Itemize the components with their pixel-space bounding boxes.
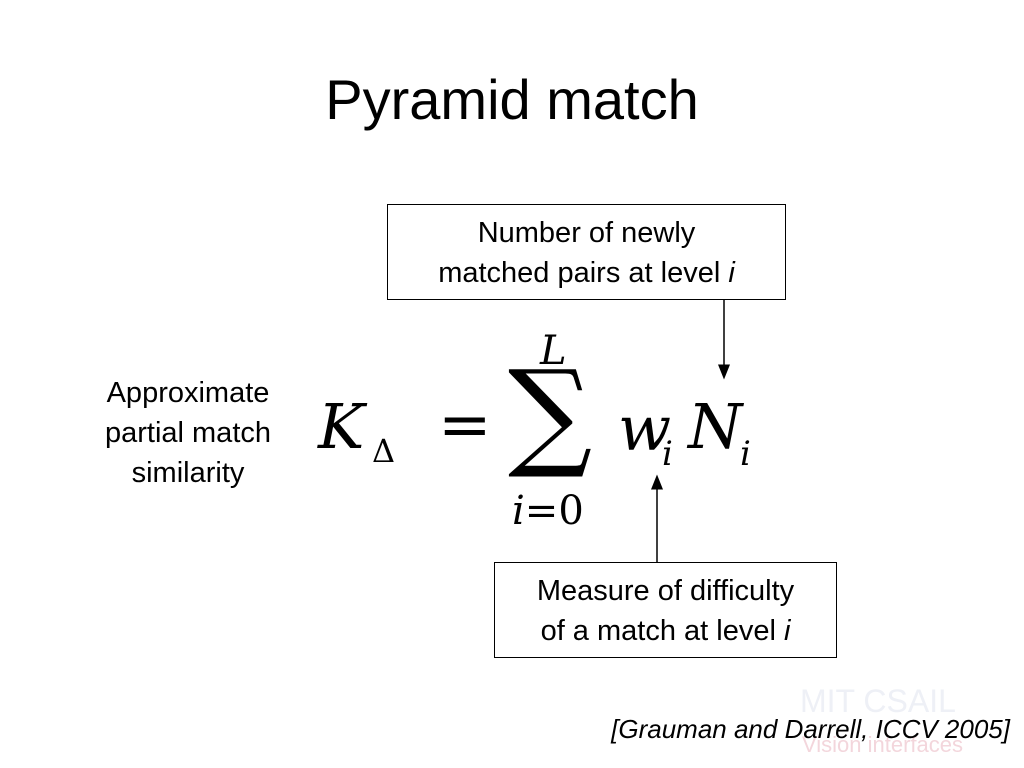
side-label-line-1: Approximate (106, 377, 270, 409)
formula-weight: w (618, 392, 672, 465)
watermark-vision-interfaces: Vision interfaces (802, 732, 964, 757)
callout-line-2-text: of a match at level (540, 615, 784, 647)
approximate-similarity-label: Approximate partial match similarity (78, 373, 298, 493)
slide-title: Pyramid match (325, 68, 699, 131)
difficulty-measure-callout: Measure of difficulty of a match at leve… (494, 562, 837, 658)
formula-count: N (688, 390, 743, 463)
lower-limit-variable: i (512, 488, 525, 534)
formula-delta-subscript: Δ (372, 432, 396, 470)
summation-lower-limit: i=0 (512, 488, 584, 534)
newly-matched-pairs-callout: Number of newly matched pairs at level i (387, 204, 786, 300)
watermark-mit-csail: MIT CSAIL (800, 683, 956, 719)
pyramid-match-formula: K Δ = ∑ L i=0 w i N i (300, 320, 780, 540)
callout-line-2-text: matched pairs at level (438, 257, 729, 289)
count-subscript: i (740, 434, 751, 474)
callout-line-1: Number of newly (477, 217, 696, 249)
side-label-line-3: similarity (131, 457, 245, 489)
citation: [Grauman and Darrell, ICCV 2005] (611, 714, 1010, 744)
callout-level-variable: i (783, 615, 791, 647)
callout-line-2: of a match at level i (495, 611, 836, 651)
weight-subscript: i (662, 434, 673, 474)
callout-line-1: Measure of difficulty (536, 575, 795, 607)
callout-level-variable: i (728, 257, 735, 289)
formula-equals: = (438, 388, 492, 462)
lower-limit-value: =0 (524, 488, 584, 534)
summation-upper-limit: L (540, 328, 567, 374)
side-label-line-2: partial match (104, 417, 271, 449)
formula-k: K (318, 390, 365, 463)
callout-line-2: matched pairs at level i (388, 253, 785, 293)
summation-symbol: ∑ (508, 344, 593, 482)
